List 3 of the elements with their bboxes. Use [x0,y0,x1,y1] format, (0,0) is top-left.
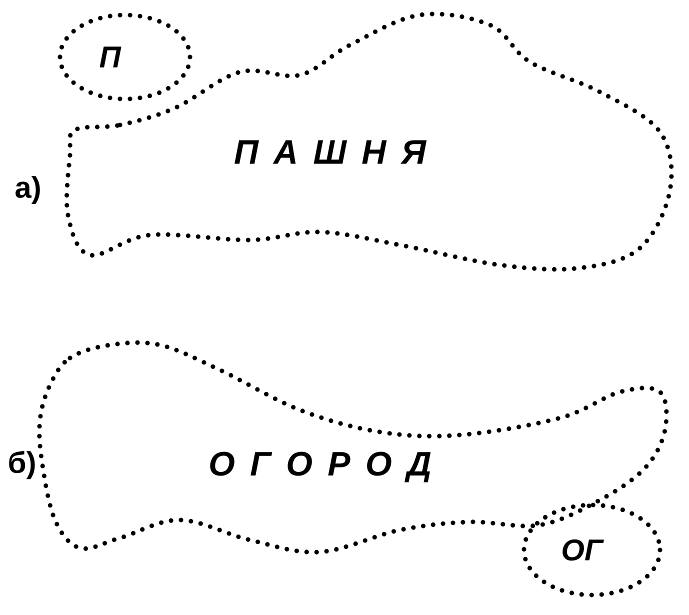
outlined-area: ОГ [522,502,662,598]
panel-label: а) [16,176,40,204]
outlined-area: П [58,12,192,102]
